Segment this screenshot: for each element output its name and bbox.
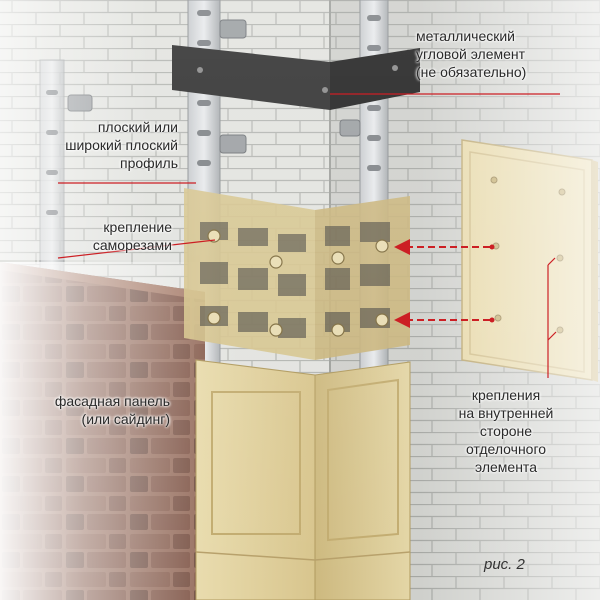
label-metal-corner-line1: металлический [416,28,515,44]
mounting-arrows [394,239,490,328]
label-metal-corner-line2: угловой элемент [416,46,526,62]
label-screws: крепление саморезами [40,218,172,254]
label-facade-panel-line2: (или сайдинг) [81,411,170,427]
label-facade-panel-line1: фасадная панель [54,393,170,409]
label-metal-corner-line3: (не обязательно) [416,64,527,80]
label-inner-fasteners-line4: отделочного [465,441,547,457]
label-metal-corner: металлический угловой элемент (не обязат… [416,27,526,81]
label-inner-fasteners: крепления на внутренней стороне отделочн… [428,386,584,476]
label-profile: плоский или широкий плоский профиль [40,118,178,172]
label-inner-fasteners-line2: на внутренней [458,405,554,421]
label-profile-line2: широкий плоский [65,137,178,153]
label-inner-fasteners-line3: стороне [479,423,533,439]
label-inner-fasteners-line1: крепления [471,387,541,403]
label-inner-fasteners-line5: элемента [475,459,537,475]
leader-lines [57,93,560,378]
label-profile-line3: профиль [120,155,178,171]
label-facade-panel: фасадная панель (или сайдинг) [40,392,170,428]
figure-label: рис. 2 [484,556,525,573]
label-screws-line1: крепление [103,219,172,235]
label-profile-line1: плоский или [97,119,178,135]
label-screws-line2: саморезами [92,237,172,253]
